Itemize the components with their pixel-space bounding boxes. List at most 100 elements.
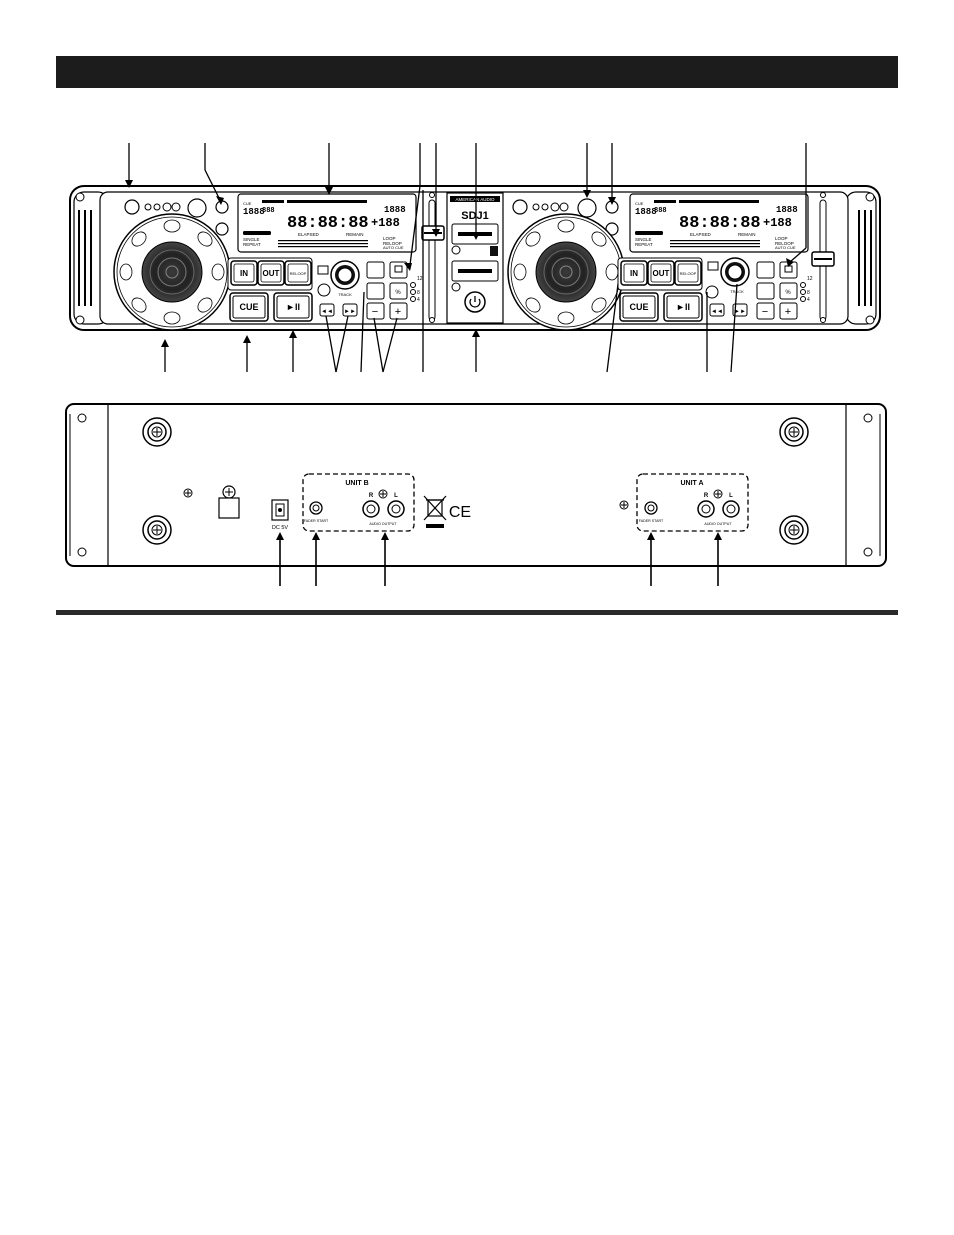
right-lcd-pitch: +188 bbox=[763, 216, 792, 230]
left-cue-label: CUE bbox=[239, 302, 258, 312]
rear-callout-arrows bbox=[276, 532, 722, 540]
right-time-button[interactable] bbox=[577, 198, 597, 218]
eject-a-button[interactable] bbox=[451, 282, 461, 292]
rear-panel: DC 5V UNIT B FADER START R L AUDIO OUTPU… bbox=[65, 403, 887, 567]
front-callout-arrows-top bbox=[125, 180, 794, 271]
left-time-button[interactable] bbox=[187, 198, 207, 218]
left-auto-track-button[interactable] bbox=[366, 282, 385, 300]
unit-a-fader-label: FADER START bbox=[639, 519, 664, 523]
brand-label: AMERICAN AUDIO bbox=[455, 197, 495, 202]
right-pitch-12: 12 bbox=[807, 276, 813, 282]
right-jog-wheel[interactable] bbox=[507, 213, 625, 331]
right-lcd-repeat: REPEAT bbox=[635, 242, 653, 247]
rear-callouts bbox=[279, 536, 719, 586]
folder-icon bbox=[707, 261, 719, 271]
right-search-back-button[interactable] bbox=[709, 303, 725, 317]
eject-b-button[interactable] bbox=[451, 245, 461, 255]
right-auto-track-button[interactable] bbox=[756, 282, 775, 300]
left-percent-button[interactable] bbox=[389, 282, 408, 300]
left-sgl-ctn-button[interactable] bbox=[215, 222, 229, 236]
right-play-pause-button[interactable] bbox=[663, 292, 703, 322]
left-pitch-minus-button[interactable] bbox=[366, 302, 385, 320]
right-tap-bpm-button[interactable] bbox=[756, 261, 775, 279]
left-track-label: TRACK bbox=[338, 292, 352, 297]
right-pitch-8: 8 bbox=[807, 290, 810, 296]
left-search-back-button[interactable] bbox=[319, 303, 335, 317]
left-lcd-elapsed: ELAPSED bbox=[298, 232, 320, 237]
section-divider bbox=[56, 610, 898, 615]
left-time-small-button[interactable] bbox=[215, 200, 229, 214]
left-pitch-4: 4 bbox=[417, 297, 420, 303]
right-lcd: CUE 1888 888 88:88:88 +188 1888 ELAPSED … bbox=[629, 193, 809, 253]
left-lcd-bpm: 1888 bbox=[384, 205, 406, 215]
left-track-knob[interactable] bbox=[330, 260, 360, 290]
left-cue-button[interactable] bbox=[229, 292, 269, 322]
left-play-pause-button[interactable] bbox=[273, 292, 313, 322]
left-lcd-time: 88:88:88 bbox=[287, 214, 369, 233]
svg-text:◄◄: ◄◄ bbox=[321, 309, 333, 315]
right-deck: CUE 1888 888 88:88:88 +188 1888 ELAPSED … bbox=[507, 192, 835, 331]
unit-b-audio-label: AUDIO OUTPUT bbox=[369, 522, 397, 526]
dc-label: DC 5V bbox=[272, 525, 289, 531]
unit-a-label: UNIT A bbox=[680, 480, 703, 487]
right-plus-label: + bbox=[785, 306, 791, 318]
svg-text:CUE: CUE bbox=[635, 201, 644, 206]
right-search-button[interactable] bbox=[512, 199, 528, 215]
unit-a-l-label: L bbox=[729, 493, 733, 499]
left-pitch-8: 8 bbox=[417, 290, 420, 296]
right-loop-in-label: IN bbox=[630, 269, 638, 278]
left-play-label: ►II bbox=[286, 302, 300, 312]
left-lcd-cue-num: 888 bbox=[262, 207, 275, 215]
front-callouts-bottom bbox=[164, 190, 738, 373]
right-lcd-loop: LOOP bbox=[775, 236, 788, 241]
unit-a-r-label: R bbox=[704, 493, 709, 499]
left-lcd-remain: REMAIN bbox=[346, 232, 364, 237]
right-search-fwd-button[interactable] bbox=[732, 303, 748, 317]
left-jog-wheel[interactable] bbox=[113, 213, 231, 331]
right-lcd-single: SINGLE bbox=[635, 237, 652, 242]
left-lcd-loop: LOOP bbox=[383, 236, 396, 241]
front-callout-arrows-bottom bbox=[161, 329, 480, 347]
right-pitch-4: 4 bbox=[807, 297, 810, 303]
lock-icon bbox=[394, 265, 403, 273]
left-loop-out-label: OUT bbox=[263, 269, 280, 278]
cable-clamp bbox=[218, 485, 240, 519]
svg-text:◄◄: ◄◄ bbox=[711, 309, 723, 315]
left-lcd-single: SINGLE bbox=[243, 237, 260, 242]
left-lcd-auto-cue: AUTO CUE bbox=[383, 245, 404, 250]
left-pitch-plus-button[interactable] bbox=[389, 302, 408, 320]
left-loop-in-label: IN bbox=[240, 269, 248, 278]
right-pitch-minus-button[interactable] bbox=[756, 302, 775, 320]
right-minus-label: − bbox=[762, 306, 768, 318]
svg-text:►►: ►► bbox=[344, 309, 356, 315]
svg-text:%: % bbox=[785, 290, 791, 296]
right-reloop-label: RELOOP bbox=[680, 271, 697, 276]
front-panel: CUE 1888 888 88:88:88 +188 1888 ELAPSED … bbox=[69, 185, 881, 331]
left-folder-button[interactable] bbox=[317, 283, 331, 297]
left-lcd-repeat: REPEAT bbox=[243, 242, 261, 247]
unit-b-label: UNIT B bbox=[345, 480, 368, 487]
brand-badge bbox=[450, 196, 500, 202]
right-track-knob[interactable] bbox=[720, 257, 750, 287]
left-lcd-pitch: +188 bbox=[371, 216, 400, 230]
unit-b-fader-label: FADER START bbox=[304, 519, 329, 523]
left-pitch-12: 12 bbox=[417, 276, 423, 282]
left-search-fwd-button[interactable] bbox=[342, 303, 358, 317]
rear-rack-outline bbox=[65, 403, 887, 567]
right-lcd-remain: REMAIN bbox=[738, 232, 756, 237]
left-pitch-slider-track[interactable] bbox=[428, 199, 436, 321]
left-lcd: CUE 1888 888 88:88:88 +188 1888 ELAPSED … bbox=[237, 193, 417, 253]
right-cue-button[interactable] bbox=[619, 292, 659, 322]
center-panel: AMERICAN AUDIO SDJ1 bbox=[446, 192, 504, 324]
left-search-button[interactable] bbox=[124, 199, 140, 215]
right-pitch-plus-button[interactable] bbox=[779, 302, 798, 320]
left-lcd-track: 1888 bbox=[243, 207, 265, 217]
front-callouts-top bbox=[128, 143, 807, 266]
right-play-label: ►II bbox=[676, 302, 690, 312]
left-reloop-label: RELOOP bbox=[290, 271, 307, 276]
right-percent-button[interactable] bbox=[779, 282, 798, 300]
right-folder-button[interactable] bbox=[705, 285, 719, 299]
weee-bin-icon bbox=[423, 495, 447, 521]
left-tap-bpm-button[interactable] bbox=[366, 261, 385, 279]
